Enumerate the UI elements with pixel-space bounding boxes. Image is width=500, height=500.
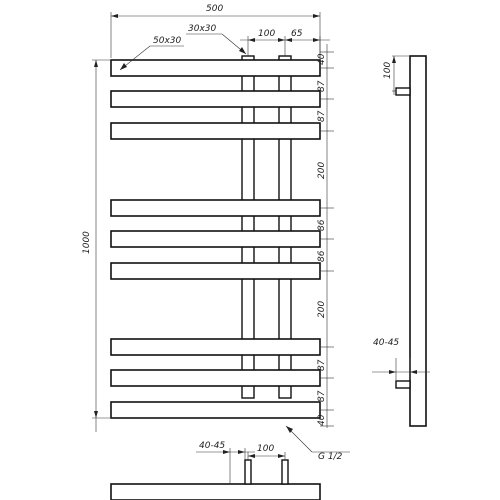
bottom-offset-label: 40-45: [199, 441, 225, 451]
bottom-spacing-label: 100: [257, 444, 274, 454]
bar-4: [110, 199, 321, 217]
dimension-collector-spacing: 100 65: [240, 29, 330, 58]
thread-label: G 1/2: [318, 452, 343, 462]
overall-width-label: 500: [206, 4, 223, 14]
dimension-chain-right: 40 87 87 200 86 86 200 87 87 40: [317, 44, 334, 428]
side-panel: [409, 55, 427, 427]
overall-height-label: 1000: [82, 231, 92, 254]
bottom-bar: [110, 483, 321, 500]
leader-collector-profile: 30x30: [186, 24, 247, 55]
bar-9: [110, 401, 321, 419]
bar-profile-label: 50x30: [153, 36, 182, 46]
side-bracket-bottom: [395, 380, 411, 389]
dimension-side-bottom: 40-45: [372, 338, 430, 380]
side-top-label: 100: [383, 62, 393, 79]
collector-profile-label: 30x30: [188, 24, 217, 34]
chain-label-5: 86: [317, 219, 327, 231]
bottom-view: 40-45 100: [110, 441, 321, 500]
collector-offset-label: 65: [291, 29, 303, 39]
chain-label-4: 200: [317, 162, 327, 179]
bar-3: [110, 122, 321, 140]
bar-5: [110, 230, 321, 248]
chain-label-10: 40: [317, 414, 327, 426]
chain-label-2: 87: [317, 80, 327, 92]
chain-label-7: 200: [317, 301, 327, 318]
bar-1: [110, 59, 321, 77]
chain-label-8: 87: [317, 359, 327, 371]
chain-label-9: 87: [317, 390, 327, 402]
front-view: 500 1000 50x30 30x30: [82, 4, 350, 462]
bar-8: [110, 369, 321, 387]
bottom-pipe-left: [244, 459, 252, 485]
dimension-side-top: 100: [383, 55, 409, 95]
side-bottom-label: 40-45: [373, 338, 399, 348]
side-bracket-top: [395, 87, 411, 96]
leader-thread: G 1/2: [285, 425, 350, 462]
bar-7: [110, 338, 321, 356]
collector-spacing-label: 100: [258, 29, 275, 39]
chain-label-6: 86: [317, 250, 327, 262]
dimension-bottom-spacing: 100: [247, 444, 286, 460]
chain-label-1: 40: [317, 53, 327, 65]
dimension-overall-height: 1000: [82, 59, 110, 432]
bar-2: [110, 90, 321, 108]
leader-bar-profile: 50x30: [119, 36, 184, 71]
dimension-bottom-offset: 40-45: [196, 441, 255, 484]
side-view: 100 40-45: [372, 55, 430, 427]
chain-label-3: 87: [317, 110, 327, 122]
bottom-pipe-right: [281, 459, 289, 485]
bar-6: [110, 262, 321, 280]
